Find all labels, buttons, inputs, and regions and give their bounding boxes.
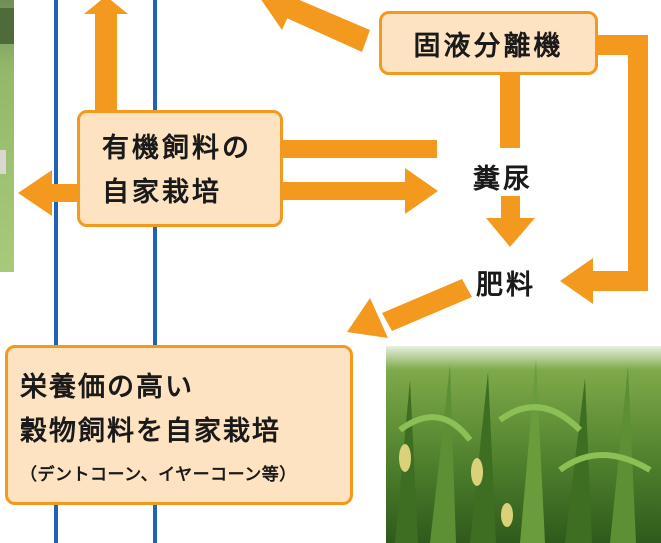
feed-cultivation-box: 有機飼料の 自家栽培	[77, 110, 283, 227]
grain-cultivation-box: 栄養価の高い 穀物飼料を自家栽培 （デントコーン、イヤーコーン等）	[5, 345, 353, 505]
arrow-separator-to-upper-left	[261, 0, 370, 52]
separator-box: 固液分離機	[379, 11, 598, 75]
arrow-separator-to-manure	[500, 74, 520, 148]
arrow-manure-to-fertilizer	[486, 196, 535, 247]
feed-cultivation-line-1: 有機飼料の	[102, 133, 252, 164]
arrow-separator-to-fertilizer	[560, 35, 648, 304]
arrow-feed-left	[18, 170, 78, 216]
grain-cultivation-note: （デントコーン、イヤーコーン等）	[20, 465, 297, 485]
corn-field-photo	[386, 346, 661, 543]
grain-cultivation-line-2: 穀物飼料を自家栽培	[20, 416, 281, 447]
arrow-feed-right	[283, 168, 438, 214]
fertilizer-label: 肥料	[476, 270, 536, 301]
arrow-up-from-feed	[84, 0, 128, 114]
separator-label: 固液分離機	[413, 30, 564, 62]
arrow-fertilizer-to-grain	[347, 279, 472, 338]
arrow-feed-to-manure-link	[283, 140, 437, 158]
feed-cultivation-line-2: 自家栽培	[102, 177, 222, 208]
grain-cultivation-line-1: 栄養価の高い	[20, 372, 194, 403]
manure-label: 糞尿	[473, 164, 533, 195]
pasture-photo	[0, 0, 14, 272]
